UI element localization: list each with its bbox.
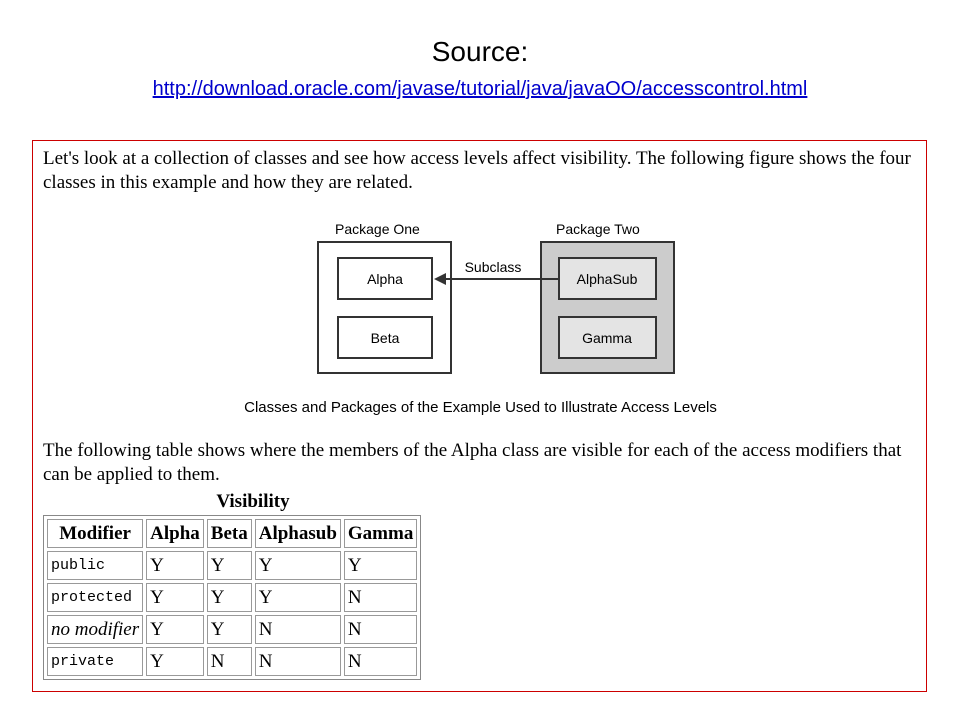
alphasub-cell: N [254, 647, 341, 676]
gamma-class-box [558, 316, 657, 359]
table-row: public Y Y Y Y [47, 551, 418, 580]
table-header-row: Modifier Alpha Beta Alphasub Gamma [47, 519, 418, 548]
modifier-cell: private [47, 647, 144, 676]
header-beta: Beta [206, 519, 252, 548]
table-row: no modifier Y Y N N [47, 615, 418, 644]
gamma-cell: Y [343, 551, 418, 580]
header-alphasub: Alphasub [254, 519, 341, 548]
alphasub-cell: Y [254, 551, 341, 580]
header-alpha: Alpha [146, 519, 204, 548]
beta-cell: Y [206, 551, 252, 580]
beta-cell: Y [206, 615, 252, 644]
gamma-cell: N [343, 615, 418, 644]
alphasub-cell: Y [254, 583, 341, 612]
table-row: protected Y Y Y N [47, 583, 418, 612]
package-two-label: Package Two [556, 221, 640, 237]
alphasub-class-label: AlphaSub [577, 271, 638, 287]
header-gamma: Gamma [343, 519, 418, 548]
access-visibility-table: Modifier Alpha Beta Alphasub Gamma publi… [43, 515, 422, 680]
gamma-cell: N [343, 583, 418, 612]
subclass-arrow-label: Subclass [465, 259, 522, 275]
alphasub-class-box [558, 257, 657, 300]
tutorial-excerpt: Let's look at a collection of classes an… [32, 140, 927, 692]
alpha-cell: Y [146, 583, 204, 612]
intro-paragraph: Let's look at a collection of classes an… [43, 148, 911, 193]
gamma-cell: N [343, 647, 418, 676]
alpha-cell: Y [146, 647, 204, 676]
package-one-label: Package One [335, 221, 420, 237]
visibility-title: Visibility [216, 491, 290, 512]
alpha-class-box [337, 257, 433, 300]
gamma-class-label: Gamma [582, 330, 632, 346]
class-package-diagram: Package One Alpha Beta Package Two Alpha… [317, 221, 675, 374]
alpha-cell: Y [146, 551, 204, 580]
alpha-class-label: Alpha [367, 271, 403, 287]
alpha-cell: Y [146, 615, 204, 644]
source-link[interactable]: http://download.oracle.com/javase/tutori… [152, 78, 808, 100]
modifier-cell: no modifier [47, 615, 144, 644]
subclass-arrow-head [434, 273, 446, 285]
table-row: private Y N N N [47, 647, 418, 676]
modifier-cell: protected [47, 583, 144, 612]
beta-class-box [337, 316, 433, 359]
header-modifier: Modifier [47, 519, 144, 548]
table-intro-paragraph: The following table shows where the memb… [43, 440, 902, 485]
figure-caption: Classes and Packages of the Example Used… [244, 399, 717, 416]
page-title: Source: [431, 36, 529, 67]
beta-cell: N [206, 647, 252, 676]
beta-class-label: Beta [371, 330, 400, 346]
alphasub-cell: N [254, 615, 341, 644]
modifier-cell: public [47, 551, 144, 580]
beta-cell: Y [206, 583, 252, 612]
